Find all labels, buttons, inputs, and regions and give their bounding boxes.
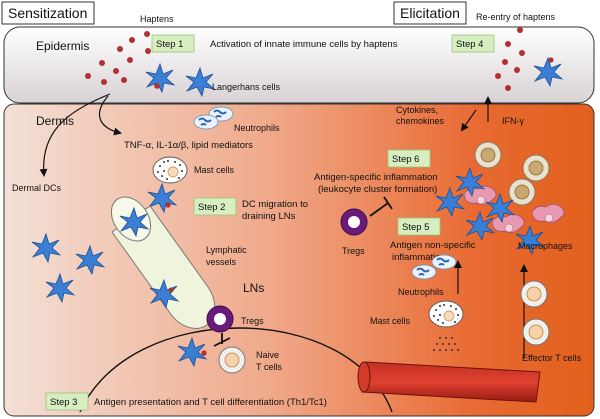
- mast-cell-right: [428, 300, 464, 328]
- step5-label: Step 5: [402, 222, 429, 233]
- macrophages-label: Macrophages: [518, 241, 573, 251]
- step2-text-1: DC migration to: [242, 199, 308, 210]
- effector-label: Effector T cells: [522, 353, 582, 363]
- tregs-right-label: Tregs: [342, 246, 365, 256]
- epidermis-label: Epidermis: [36, 39, 89, 53]
- reentry-haptens-label: Re-entry of haptens: [476, 12, 556, 22]
- effector-t-cell-2: [522, 318, 550, 346]
- haptens-label: Haptens: [140, 14, 174, 24]
- tregs-ln-label: Tregs: [241, 316, 264, 326]
- arrow-cytokines: [460, 109, 477, 132]
- treg-inhibit-right: [369, 196, 393, 217]
- sensitization-label: Sensitization: [8, 5, 87, 21]
- step2-label: Step 2: [198, 202, 225, 213]
- mast-cells-right-label: Mast cells: [370, 316, 411, 326]
- neutrophil-left-2: [193, 114, 219, 130]
- step6-text-2: (leukocyte cluster formation): [318, 184, 437, 195]
- naive-label-1: Naive: [256, 350, 279, 360]
- ifn-gamma-label: IFN-γ: [502, 116, 524, 126]
- treg-inhibit-ln: [213, 333, 231, 347]
- cluster-t-cell-2: [522, 154, 550, 182]
- neutrophils-left-label: Neutrophils: [234, 123, 280, 133]
- step2-box: [193, 197, 237, 216]
- step6-label: Step 6: [392, 154, 419, 165]
- step6-box: [387, 149, 431, 168]
- step3-text: Antigen presentation and T cell differen…: [94, 397, 327, 408]
- step5-text-1: Antigen non-specific: [390, 240, 476, 251]
- cytokines-label-1: Cytokines,: [396, 105, 438, 115]
- neutrophil-right-2: [411, 264, 437, 280]
- naive-t-cell: [218, 346, 246, 374]
- hapten-in-lymphatic: [168, 287, 174, 293]
- dermal-dcs-label: Dermal DCs: [12, 183, 62, 193]
- treg-ln: [206, 305, 234, 333]
- hapten-on-langerhans: [154, 83, 160, 89]
- lns-label: LNs: [243, 281, 264, 295]
- neutrophil-right-1: [431, 254, 457, 270]
- hapten-on-migrating-dc: [165, 202, 171, 208]
- langerhans-label: Langerhans cells: [212, 82, 281, 92]
- hapten-dots-right: [495, 27, 525, 91]
- dermis-label: Dermis: [36, 114, 74, 128]
- blood-vessel: [357, 361, 541, 403]
- step4-box: [451, 34, 495, 53]
- lymphatic-label-2: vessels: [206, 257, 237, 267]
- step2-text-2: draining LNs: [242, 211, 296, 222]
- cluster-t-cell-1: [474, 141, 502, 169]
- step3-box: [45, 392, 89, 411]
- mast-cell-granules: [433, 337, 459, 351]
- hapten-presented: [201, 350, 207, 356]
- treg-right: [340, 208, 368, 236]
- step1-label: Step 1: [156, 39, 183, 50]
- mediators-left: TNF-α, IL-1α/β, lipid mediators: [124, 140, 253, 151]
- sensitization-box: [1, 1, 95, 25]
- step1-text: Activation of innate immune cells by hap…: [210, 39, 398, 50]
- elicitation-box: [393, 1, 467, 25]
- step6-text-1: Antigen-specific inflammation: [314, 172, 438, 183]
- mast-cell-left: [152, 156, 188, 184]
- step5-box: [397, 217, 441, 236]
- step5-text-2: inflammation: [392, 252, 446, 263]
- step3-label: Step 3: [50, 397, 77, 408]
- hapten-dots-left: [85, 31, 151, 85]
- step1-box: [151, 34, 195, 53]
- lymphatic-label-1: Lymphatic: [206, 245, 247, 255]
- neutrophils-right-label: Neutrophils: [398, 287, 444, 297]
- cytokines-label-2: chemokines: [396, 116, 445, 126]
- naive-label-2: T cells: [256, 362, 282, 372]
- arrow-to-dermal-dcs: [39, 93, 111, 177]
- mast-cells-left-label: Mast cells: [194, 165, 235, 175]
- hapten-on-langerhans-right: [548, 57, 554, 63]
- elicitation-label: Elicitation: [400, 5, 460, 21]
- step4-label: Step 4: [456, 39, 483, 50]
- cluster-t-cell-3: [508, 178, 536, 206]
- effector-t-cell-1: [520, 280, 548, 308]
- arrow-to-mediators: [98, 95, 122, 136]
